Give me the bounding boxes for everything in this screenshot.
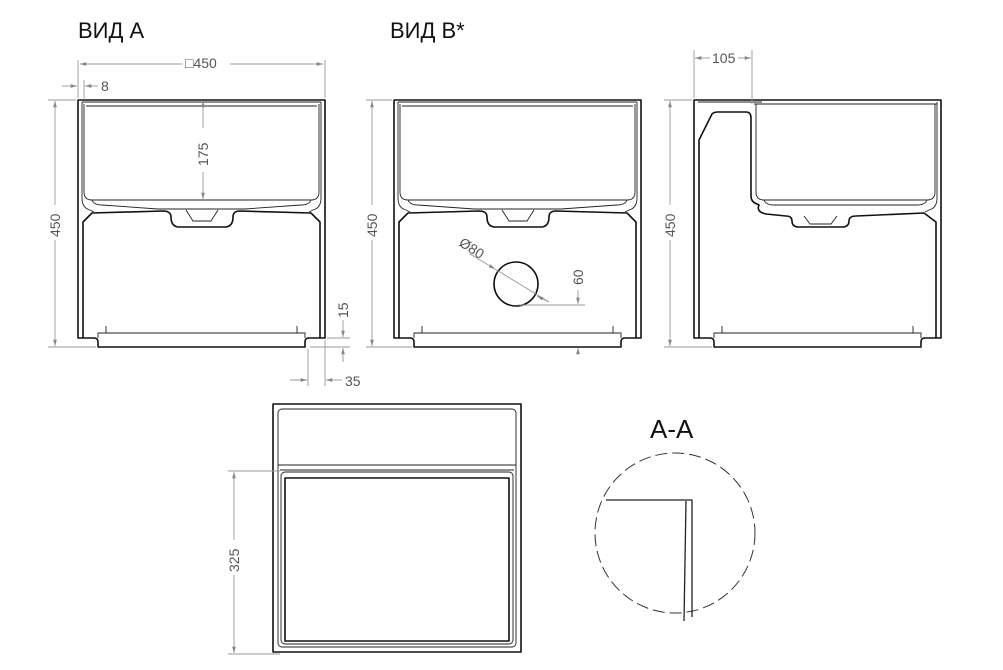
dim-drain-height: 60 — [570, 269, 586, 285]
section-title: A-A — [650, 414, 694, 444]
view-b-title: ВИД B* — [390, 18, 465, 43]
view-b-dimensions: Ø80 60 450 — [364, 99, 586, 355]
dim-depth: 175 — [195, 142, 211, 166]
drain-hole — [493, 261, 539, 307]
dim-width: □450 — [185, 55, 217, 71]
view-a-body — [77, 99, 326, 348]
side-view-body — [693, 99, 942, 348]
dim-basin-depth: 325 — [226, 548, 242, 572]
dim-foot-offset: 35 — [345, 373, 361, 389]
view-a-title: ВИД A — [78, 18, 144, 43]
dim-height-side: 450 — [662, 213, 678, 237]
dim-foot-height: 15 — [335, 302, 351, 318]
view-b-body — [393, 99, 642, 348]
dim-back-width: 105 — [712, 50, 736, 66]
dim-height-a: 450 — [47, 213, 63, 237]
dim-wall: 8 — [101, 78, 109, 94]
dim-height-b: 450 — [364, 213, 380, 237]
section-detail — [594, 452, 756, 622]
top-view-dimensions: 325 — [226, 470, 280, 655]
top-view-body — [272, 403, 522, 653]
dim-drain-diameter: Ø80 — [456, 234, 487, 262]
view-a-dimensions: □450 8 175 450 15 35 — [47, 55, 361, 389]
side-view-dimensions: 105 450 — [662, 50, 753, 348]
